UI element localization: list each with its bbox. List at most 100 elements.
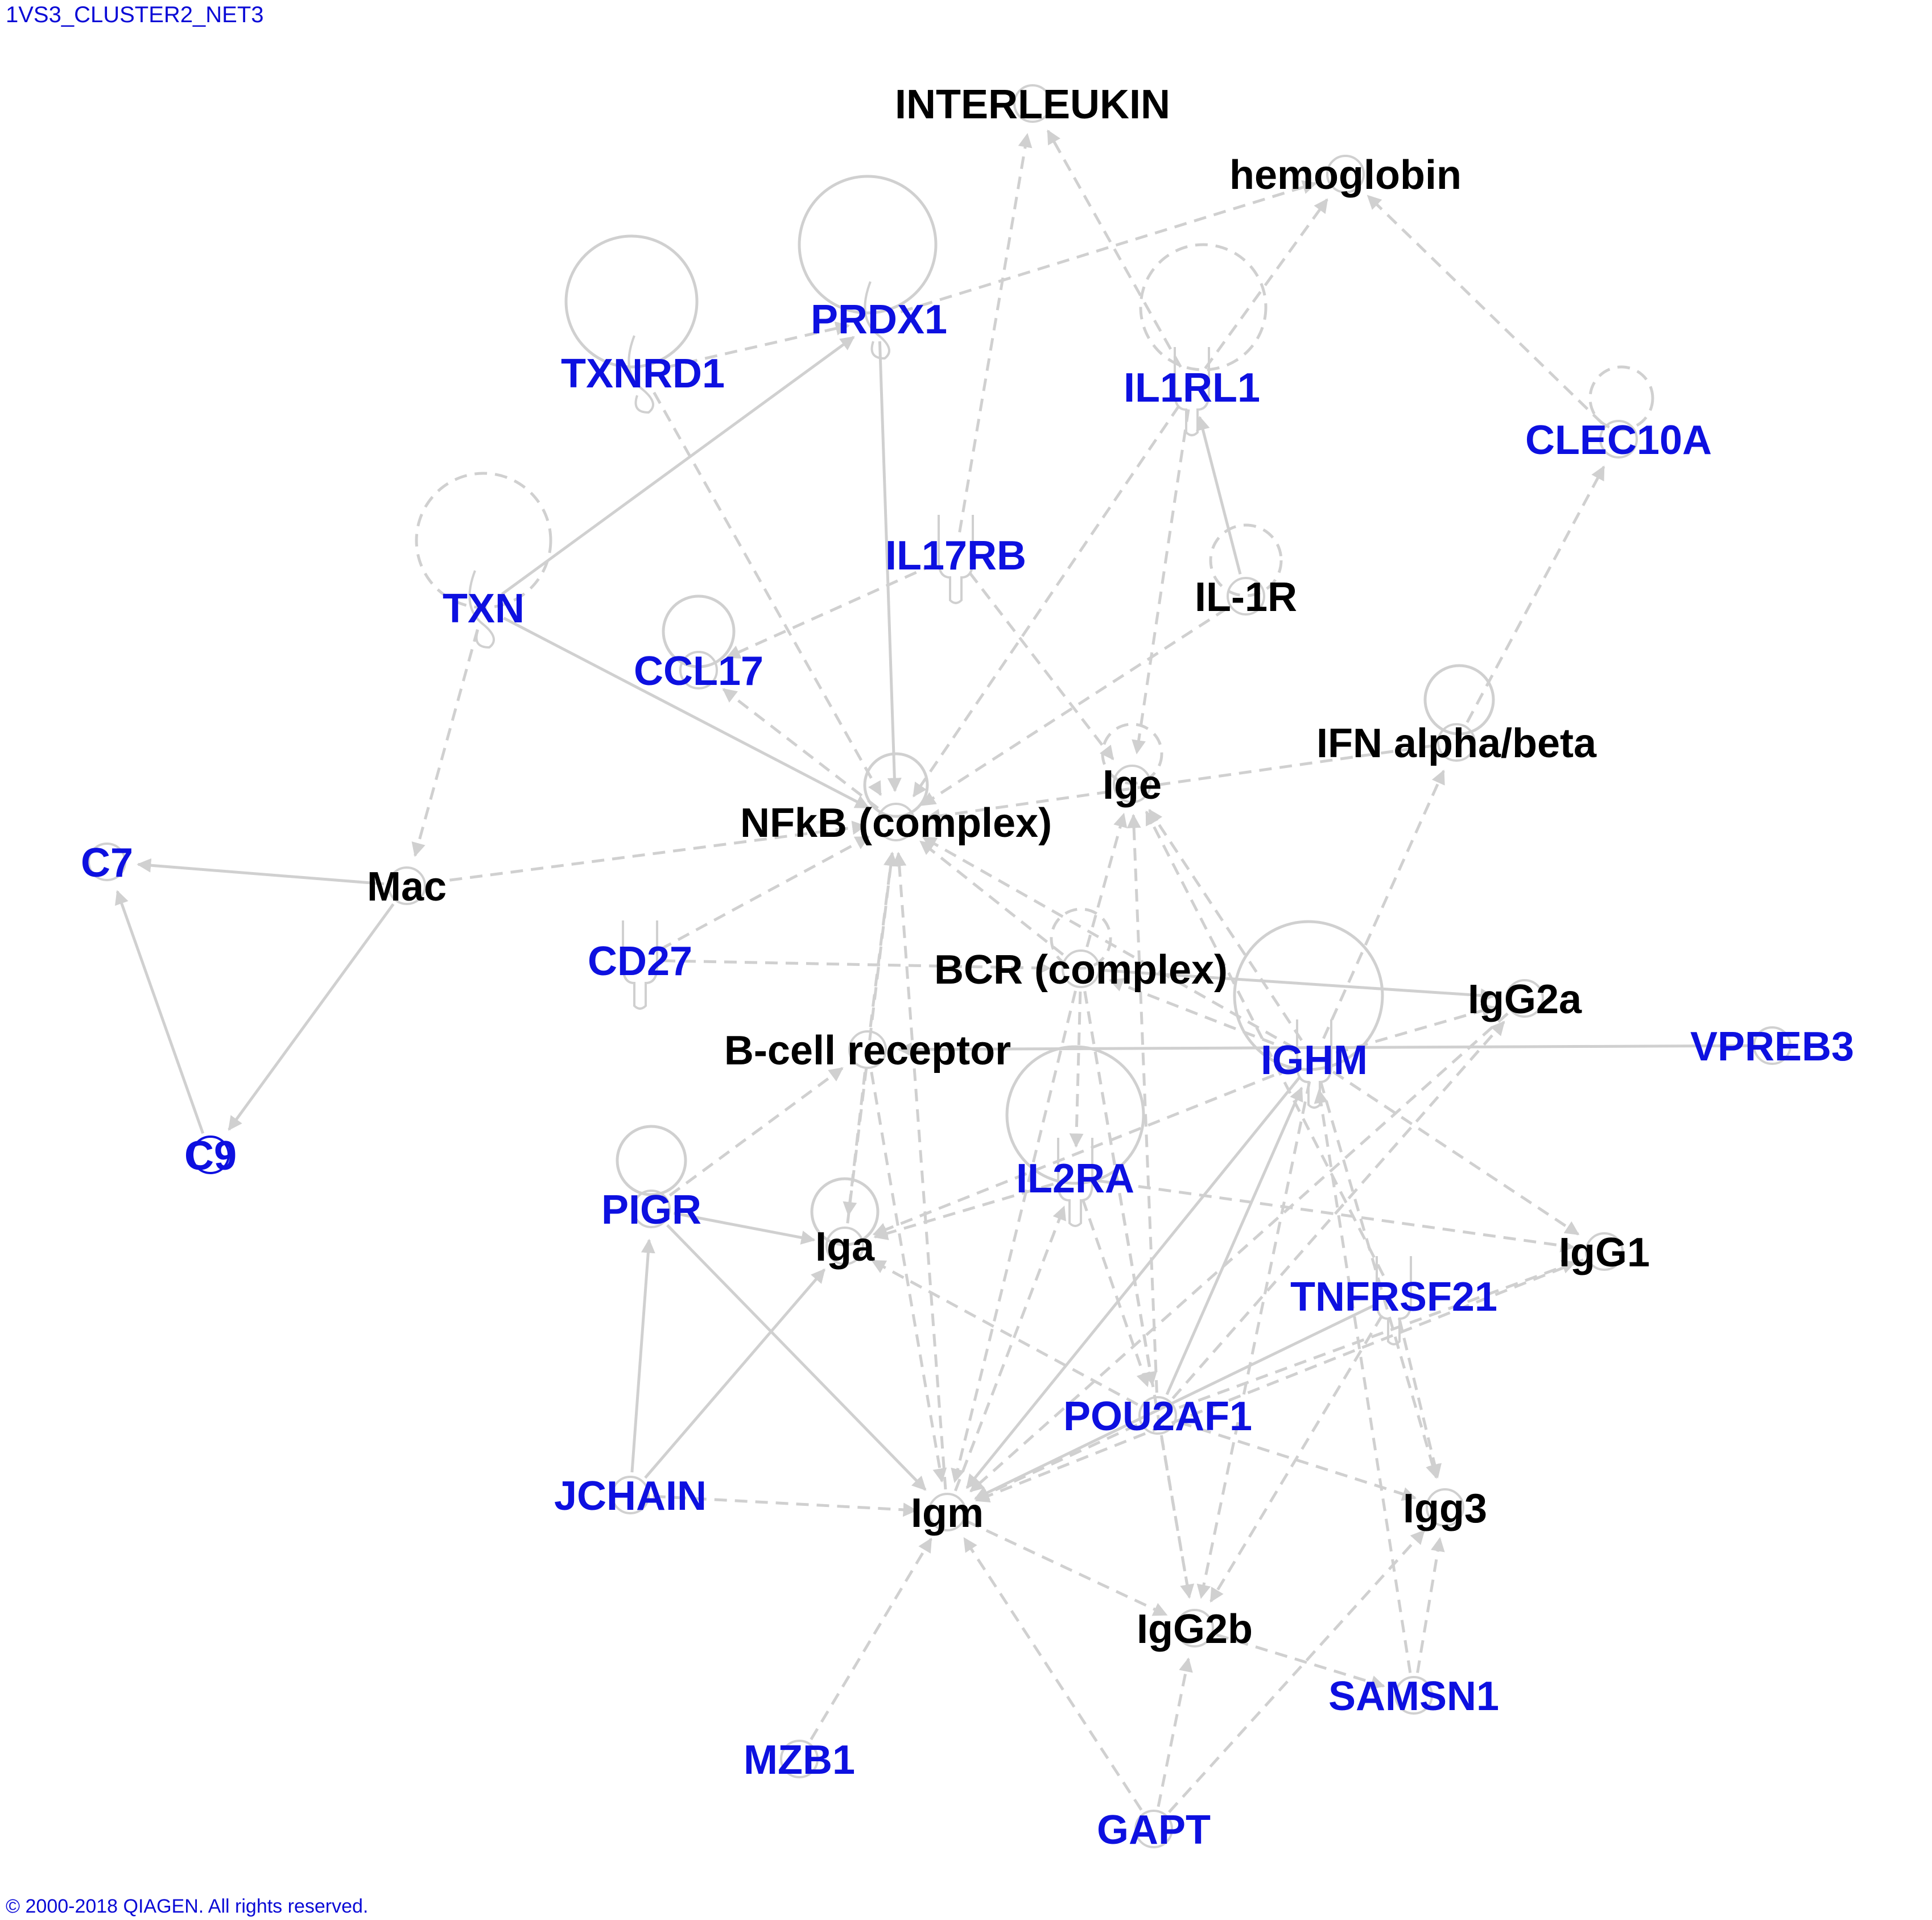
edge-pigr-to-bcell [668,1067,844,1197]
edge-ighm-to-igm [965,1076,1301,1489]
node-label-bcell: B-cell receptor [724,1028,1011,1073]
node-label-ige: Ige [1103,762,1162,808]
edge-txn-to-mac [411,629,479,857]
node-txnrd1[interactable]: TXNRD1 [561,335,725,414]
node-label-igg2b: IgG2b [1137,1607,1253,1652]
edge-pigr-to-iga [673,1212,816,1245]
node-shape-clec10a [1599,420,1638,459]
node-ighm[interactable]: IGHM [1261,1019,1368,1109]
node-samsn1[interactable]: SAMSN1 [1328,1674,1499,1719]
edge-pou2af1-to-igg3 [1179,1421,1417,1501]
node-shape-il1rl1 [1174,347,1210,436]
edge-bcr-to-il2ra [1069,991,1084,1148]
edge-tnfrsf21-to-igg2b [1209,1315,1384,1603]
node-igg2b[interactable]: IgG2b [1137,1607,1253,1652]
node-interleukin[interactable]: INTERLEUKIN [895,82,1170,127]
self-loop-il1rl1 [1139,243,1268,371]
node-shape-pigr [632,1190,671,1228]
node-shape-ifn [1437,723,1476,762]
edge-il1rl1-to-hemoglobin [1204,198,1328,370]
edge-il2ra-to-iga [873,1183,1054,1240]
edge-il1rl1-to-nfkb [912,404,1180,798]
edge-il17rb-to-ccl17 [725,563,936,659]
node-shape-gapt [1134,1810,1174,1848]
edge-bcr-to-ige [1085,812,1128,948]
edge-il17rb-to-ige [968,572,1114,761]
node-shape-prdx1 [864,281,890,360]
node-shape-interleukin [1013,84,1052,123]
node-label-c9: C9 [184,1133,237,1179]
node-txn[interactable]: TXN [443,570,525,649]
node-pou2af1[interactable]: POU2AF1 [1063,1394,1252,1439]
node-igg2a[interactable]: IgG2a [1468,977,1582,1022]
self-loop-nfkb [863,752,929,818]
node-shape-igg2a [1505,979,1545,1018]
self-loop-ige [1101,722,1163,785]
node-igm[interactable]: Igm [911,1490,984,1536]
edge-bcr-to-igg2a [1103,969,1495,1003]
self-loop-txn [415,472,552,609]
node-igg3[interactable]: Igg3 [1403,1486,1487,1531]
edge-pou2af1-to-igg1 [1178,1260,1576,1409]
edge-ighm-to-igg2b [1196,1081,1311,1599]
node-label-cd27: CD27 [588,939,692,984]
node-label-pigr: PIGR [601,1187,701,1233]
node-jchain[interactable]: JCHAIN [554,1473,707,1519]
node-hemoglobin[interactable]: hemoglobin [1229,152,1462,198]
node-label-iga: Iga [815,1224,875,1270]
node-label-bcr: BCR (complex) [934,947,1228,993]
node-il-1r[interactable]: IL-1R [1195,575,1297,620]
edge-gapt-to-igm [963,1537,1143,1811]
node-shape-nfkb [877,803,916,841]
node-pigr[interactable]: PIGR [601,1187,701,1233]
node-gapt[interactable]: GAPT [1097,1807,1211,1853]
node-shape-igg2b [1175,1609,1215,1648]
network-title: 1VS3_CLUSTER2_NET3 [6,2,264,27]
node-label-tnfrsf21: TNFRSF21 [1290,1274,1497,1320]
edge-il1rl1-to-interleukin [1046,129,1182,368]
node-label-txn: TXN [443,586,525,631]
node-shape-vpreb3 [1753,1026,1792,1065]
node-label-igg2a: IgG2a [1468,977,1582,1022]
node-label-txnrd1: TXNRD1 [561,351,725,397]
edge-clec10a-to-hemoglobin [1367,195,1604,424]
self-loop-clec10a [1588,365,1654,431]
node-mac[interactable]: Mac [367,864,447,910]
self-loop-ifn [1423,664,1495,736]
node-nfkb[interactable]: NFkB (complex) [740,800,1052,846]
edge-tnfrsf21-to-ige [1145,810,1385,1277]
node-mzb1[interactable]: MZB1 [744,1737,855,1783]
edge-ighm-to-igg1 [1332,1071,1580,1236]
node-label-vpreb3: VPREB3 [1690,1024,1854,1070]
node-shape-ige [1113,765,1152,803]
edge-pigr-to-igm [666,1224,927,1491]
edge-bcr-to-pou2af1 [1083,990,1158,1386]
node-igg1[interactable]: IgG1 [1559,1230,1650,1275]
node-clec10a[interactable]: CLEC10A [1525,418,1712,463]
node-ifn[interactable]: IFN alpha/beta [1316,721,1597,766]
node-ccl17[interactable]: CCL17 [634,649,763,694]
edge-nfkb-to-ccl17 [722,688,879,810]
node-tnfrsf21[interactable]: TNFRSF21 [1290,1256,1497,1345]
node-shape-txnrd1 [628,335,654,414]
node-il1rl1[interactable]: IL1RL1 [1124,347,1260,436]
node-prdx1[interactable]: PRDX1 [811,281,947,360]
node-cd27[interactable]: CD27 [588,920,692,1010]
node-bcell[interactable]: B-cell receptor [724,1028,1011,1073]
self-loop-il2ra [1005,1045,1145,1185]
edge-pou2af1-to-igg2b [1160,1437,1195,1599]
node-bcr[interactable]: BCR (complex) [934,947,1228,993]
node-c7[interactable]: C7 [81,840,133,886]
edge-ighm-to-igg3 [1319,1080,1440,1479]
node-vpreb3[interactable]: VPREB3 [1690,1024,1854,1070]
node-ige[interactable]: Ige [1103,762,1162,808]
edge-igm-to-igg2b [967,1520,1168,1616]
node-shape-il17rb [938,515,974,604]
node-iga[interactable]: Iga [815,1224,875,1270]
node-label-jchain: JCHAIN [554,1473,707,1519]
node-il17rb[interactable]: IL17RB [885,515,1026,604]
edge-iga-to-nfkb [846,852,898,1224]
node-c9[interactable]: C9 [184,1133,237,1179]
node-il2ra[interactable]: IL2RA [1016,1138,1134,1227]
edge-txn-to-nfkb [503,617,870,809]
